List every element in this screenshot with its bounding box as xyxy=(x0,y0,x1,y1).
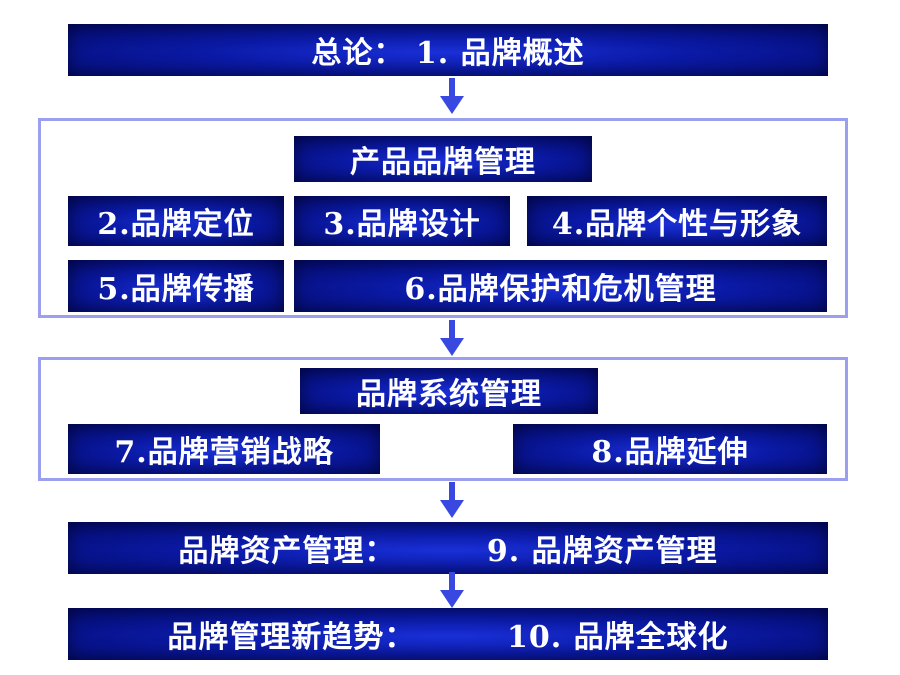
brand-extension-box: 8.品牌延伸 xyxy=(513,424,827,474)
down-arrow-icon xyxy=(440,320,464,356)
brand-system-group xyxy=(38,357,848,481)
brand-personality-box: 4.品牌个性与形象 xyxy=(527,196,827,246)
brand-trends-box: 品牌管理新趋势： 10. 品牌全球化 xyxy=(68,608,828,660)
brand-communication-box: 5.品牌传播 xyxy=(68,260,284,312)
brand-asset-box: 品牌资产管理： 9. 品牌资产管理 xyxy=(68,522,828,574)
product-brand-group xyxy=(38,118,848,318)
down-arrow-icon xyxy=(440,482,464,518)
brand-system-title: 品牌系统管理 xyxy=(300,368,598,414)
overview-box: 总论： 1. 品牌概述 xyxy=(68,24,828,76)
brand-protection-box: 6.品牌保护和危机管理 xyxy=(294,260,827,312)
brand-design-box: 3.品牌设计 xyxy=(294,196,510,246)
down-arrow-icon xyxy=(440,78,464,114)
product-brand-title: 产品品牌管理 xyxy=(294,136,592,182)
overview-label: 总论： 1. 品牌概述 xyxy=(311,36,585,71)
brand-positioning-box: 2.品牌定位 xyxy=(68,196,284,246)
brand-marketing-box: 7.品牌营销战略 xyxy=(68,424,380,474)
down-arrow-icon xyxy=(440,572,464,608)
